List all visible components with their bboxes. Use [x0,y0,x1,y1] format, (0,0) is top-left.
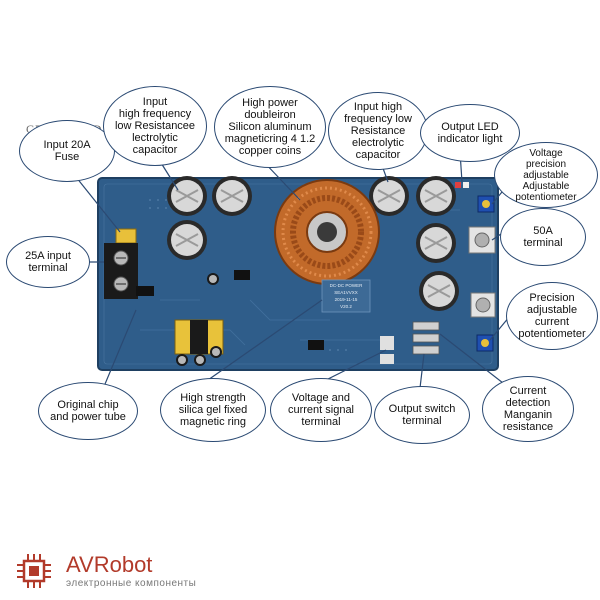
board-label-line-2: SEA1VVXX [334,290,358,295]
board-label-line-1: DC-DC POWER [330,283,363,288]
board-label-line-3: 2019-11-15 [335,297,358,302]
led-indicators [455,182,469,188]
input-terminal-block [104,243,138,299]
small-capacitors [176,273,222,366]
output-terminals [468,226,496,318]
electrolytic-capacitors [167,176,459,311]
output-switch-terminals [380,321,440,364]
board-label-line-4: V20.2 [340,304,352,309]
chip-logo-icon [17,554,51,588]
toroid-inductor [274,179,380,285]
brand-tagline: электронные компоненты [66,578,197,589]
potentiometers [476,195,495,352]
brand-name: AVRobot [66,552,153,577]
board-label: DC-DC POWER SEA1VVXX 2019-11-15 V20.2 [321,279,371,313]
ic-chips [136,270,324,350]
